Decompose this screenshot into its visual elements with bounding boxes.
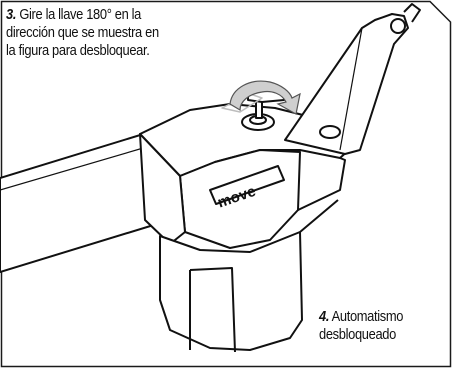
actuator-illustration [0,3,421,353]
brand-plate [209,165,285,205]
step4-line2: desbloqueado [319,326,396,343]
housing-side [139,133,186,245]
rotation-arrow [229,80,301,115]
step3-line1: 3. Gire la llave 180° en la [6,6,142,23]
step3-caption: 3. Gire la llave 180° en la dirección qu… [6,6,240,60]
release-lever [284,13,409,155]
step4-caption: 4. Automatismo desbloqueado [319,308,452,344]
step3-line3: la figura para desbloquear. [6,42,150,59]
step3-number: 3. [6,6,17,23]
step3-line2: dirección que se muestra en [6,24,159,41]
step4-line1: 4. Automatismo [319,308,404,325]
step4-number: 4. [319,308,330,325]
lower-body [159,231,303,351]
